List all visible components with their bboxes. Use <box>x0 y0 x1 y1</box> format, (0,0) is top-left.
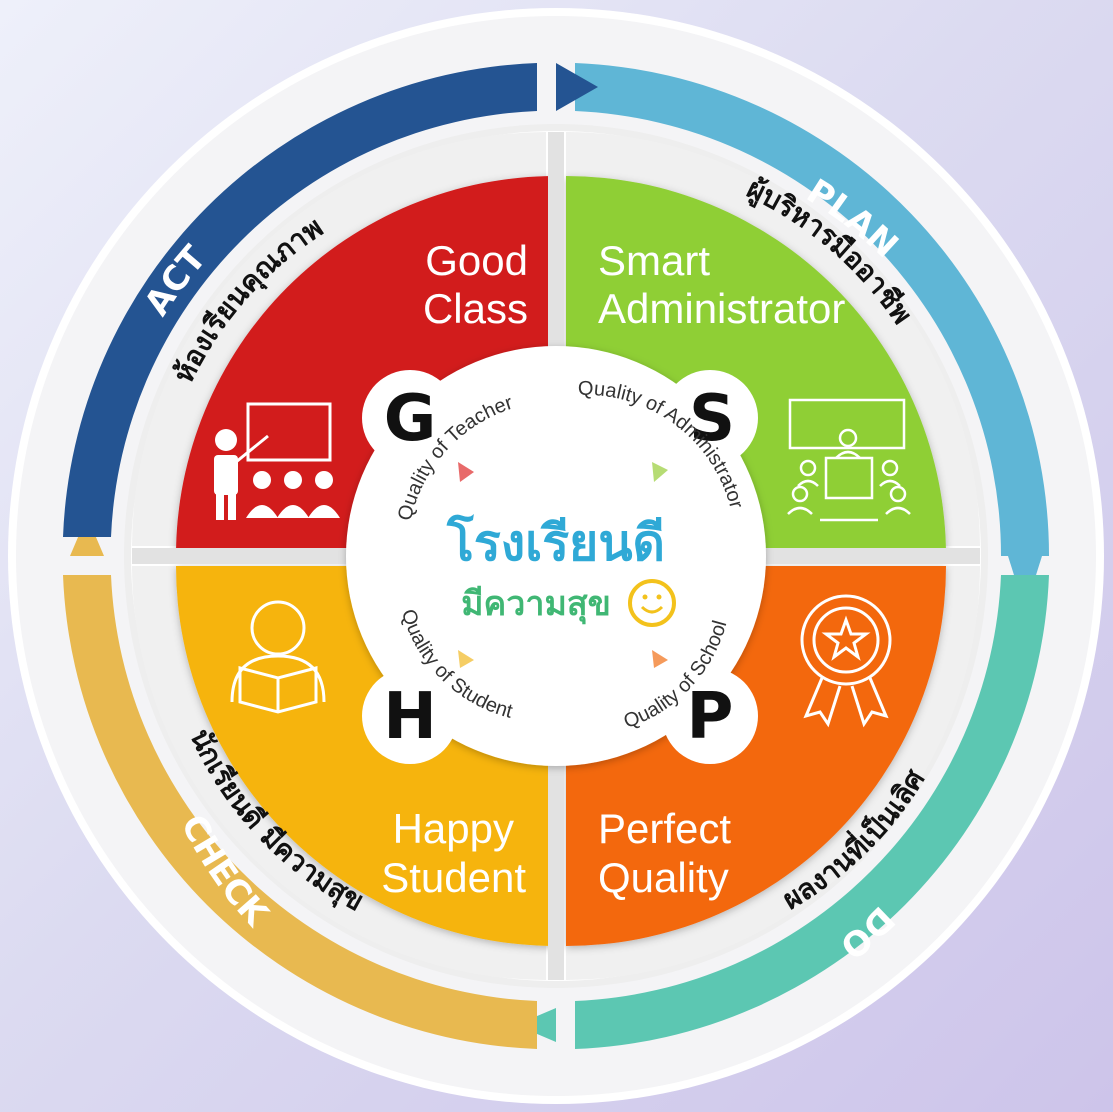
letter-s: S <box>689 382 735 456</box>
meeting-table-icon <box>787 398 911 522</box>
check-arc <box>63 575 537 1049</box>
happy-student-title-line1: Happy <box>393 805 514 852</box>
letter-h: H <box>383 680 437 754</box>
award-ribbon-icon <box>800 594 892 728</box>
student-reading-icon <box>230 600 326 714</box>
center-subtitle: มีความสุข <box>461 584 611 625</box>
teacher-classroom-icon <box>214 402 340 520</box>
good-class-title-line1: Good <box>425 237 528 284</box>
act-arc <box>63 63 537 537</box>
center-title: โรงเรียนดี <box>446 513 665 572</box>
happy-student-title-line2: Student <box>381 854 526 901</box>
center-triangles <box>458 462 668 668</box>
act-arrow-head <box>556 63 598 111</box>
letter-p: P <box>687 680 734 754</box>
letter-g: G <box>384 382 437 456</box>
perfect-quality-title-line2: Quality <box>598 854 729 901</box>
smart-admin-title-line2: Administrator <box>598 285 845 332</box>
good-class-title-line2: Class <box>423 285 528 332</box>
perfect-quality-title-line1: Perfect <box>598 805 731 852</box>
do-arc <box>575 575 1049 1049</box>
plan-arc <box>575 63 1050 556</box>
letter-bubbles: G S H P <box>362 370 758 764</box>
smart-admin-title-line1: Smart <box>598 237 710 284</box>
smiley-icon <box>628 579 676 627</box>
